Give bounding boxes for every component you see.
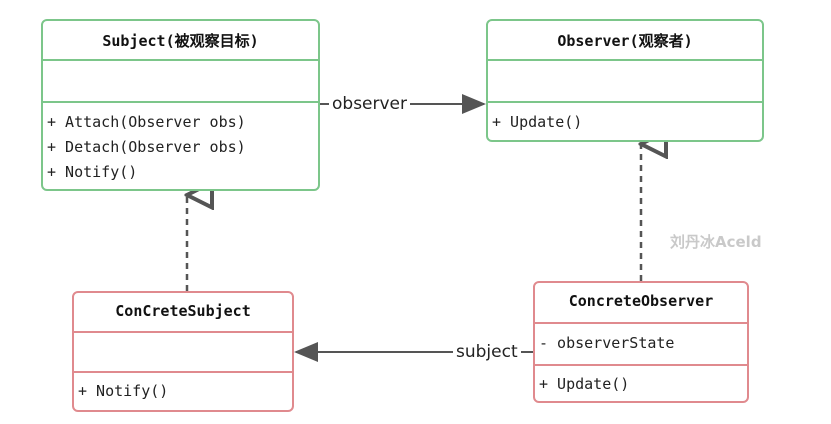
class-concrete-subject-title: ConCreteSubject [115,302,251,320]
method-update: + Update() [492,113,583,131]
class-subject-methods: + Attach(Observer obs) + Detach(Observer… [43,101,318,185]
class-subject-title: Subject(被观察目标) [102,32,259,50]
class-concrete-observer[interactable]: ConcreteObserver - observerState + Updat… [533,281,749,403]
class-concrete-subject[interactable]: ConCreteSubject + Notify() [72,291,294,412]
class-observer-methods: + Update() [488,101,762,135]
class-concrete-observer-methods: + Update() [535,364,747,397]
watermark: 刘丹冰Aceld [670,233,762,251]
class-concrete-subject-methods: + Notify() [74,371,292,404]
method-notify: + Notify() [47,163,138,181]
class-concrete-subject-attributes [74,331,292,371]
class-concrete-observer-title: ConcreteObserver [568,292,714,310]
method-detach: + Detach(Observer obs) [47,138,246,156]
method-update: + Update() [539,375,630,393]
class-concrete-observer-attributes: - observerState [535,322,747,364]
class-observer-title: Observer(观察者) [557,32,693,50]
association-label-observer: observer [329,94,411,114]
class-observer-attributes [488,59,762,101]
class-subject[interactable]: Subject(被观察目标) + Attach(Observer obs) + … [41,19,320,191]
attribute-observer-state: - observerState [539,334,675,352]
class-observer[interactable]: Observer(观察者) + Update() [486,19,764,142]
class-subject-attributes [43,59,318,101]
association-label-subject: subject [453,342,521,362]
method-attach: + Attach(Observer obs) [47,113,246,131]
method-notify: + Notify() [78,382,169,400]
